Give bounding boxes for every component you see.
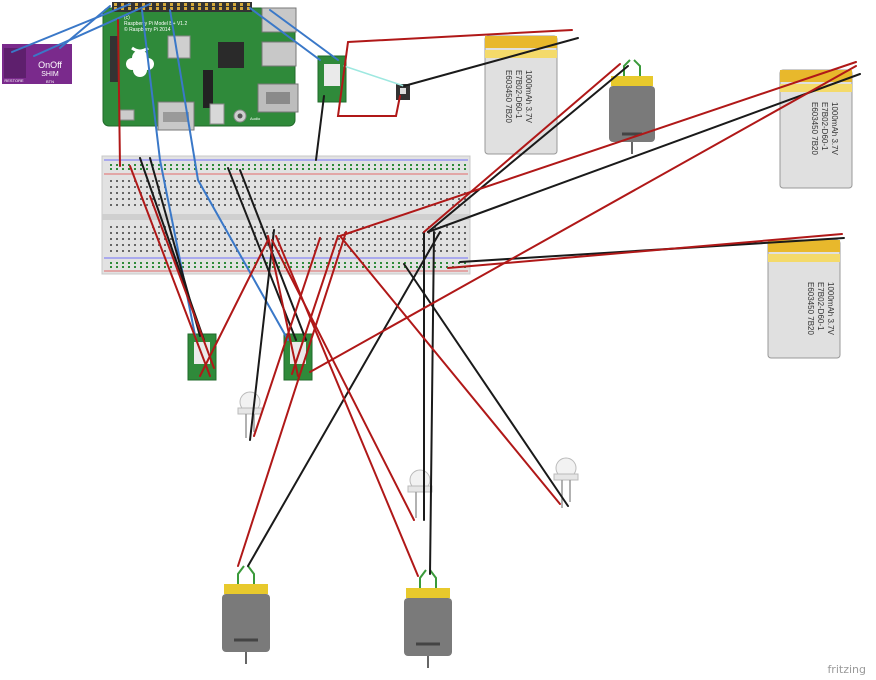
wire-red-10 — [275, 235, 419, 577]
shim-restore-label: RESTORE — [4, 78, 24, 83]
wire-black-6 — [403, 37, 579, 87]
audio-port-label: Audio — [250, 116, 261, 121]
wire-blue-module-2 — [269, 9, 339, 61]
wire-red-3 — [336, 41, 401, 117]
raspberry-logo-icon — [126, 46, 154, 77]
wires — [11, 3, 861, 577]
wire-cyan — [343, 65, 405, 87]
wire-blue-module — [249, 7, 321, 61]
pi-label-1: (c) — [124, 15, 130, 21]
wire-red-1 — [117, 19, 121, 167]
battery-1-batch: E7B02-D60-1 — [514, 70, 523, 119]
wire-red-2 — [347, 29, 573, 43]
battery-1-model: E603450 7B20 — [504, 70, 513, 123]
battery-2-batch: E7B02-D60-1 — [820, 102, 829, 151]
battery-2-capacity: 1000mAh 3.7V — [830, 102, 839, 156]
pi-label-3: © Raspberry Pi 2014 — [124, 26, 171, 33]
wire-red-13 — [423, 63, 621, 233]
wire-black-11 — [429, 231, 435, 575]
wire-red-7 — [267, 235, 299, 377]
wire-red-12 — [339, 61, 857, 237]
wire-red-4 — [129, 165, 211, 377]
wire-red-17 — [253, 237, 321, 437]
wire-red-6 — [199, 239, 269, 377]
wire-black-8 — [427, 73, 861, 233]
driver-module-right — [283, 333, 313, 381]
wire-red-11 — [339, 235, 561, 505]
wire-red-5 — [149, 195, 215, 369]
led-right — [553, 457, 579, 508]
wire-red-16 — [237, 231, 347, 567]
wire-black-13 — [403, 263, 569, 507]
wire-blue-shim-2 — [33, 3, 151, 57]
battery-1-capacity: 1000mAh 3.7V — [524, 70, 533, 124]
wire-black-14 — [249, 229, 275, 441]
shim-title-1: OnOff — [38, 60, 62, 70]
wire-red-8 — [291, 235, 339, 375]
shim-btn-label: BTN — [46, 79, 54, 84]
shim-title-2: SHIM — [41, 71, 59, 78]
wire-blue-right-driver — [169, 9, 289, 341]
wire-red-14 — [447, 233, 843, 269]
motor-bottom-left — [222, 565, 270, 664]
fritzing-watermark: fritzing — [827, 663, 866, 676]
motor-top — [609, 59, 655, 154]
onoff-shim-board: OnOff SHIM RESTORE BTN — [2, 44, 72, 84]
battery-2-model: E603450 7B20 — [810, 102, 819, 155]
motor-bottom-right — [404, 569, 452, 668]
battery-3: E603450 7B20 E7B02-D60-1 1000mAh 3.7V — [767, 239, 841, 359]
battery-3-capacity: 1000mAh 3.7V — [826, 282, 835, 336]
battery-3-batch: E7B02-D60-1 — [816, 282, 825, 331]
pi-label-2: Raspberry Pi Model B+ V1.2 — [124, 21, 187, 27]
wire-black-5 — [315, 95, 325, 161]
wire-black-7 — [427, 65, 629, 233]
wire-blue-shim — [11, 3, 131, 53]
wire-red-15 — [309, 65, 857, 373]
led-middle — [407, 469, 433, 518]
battery-3-model: E603450 7B20 — [806, 282, 815, 335]
led-left — [237, 391, 263, 438]
wire-red-9 — [271, 239, 415, 521]
wire-blue-shim-3 — [59, 5, 111, 49]
